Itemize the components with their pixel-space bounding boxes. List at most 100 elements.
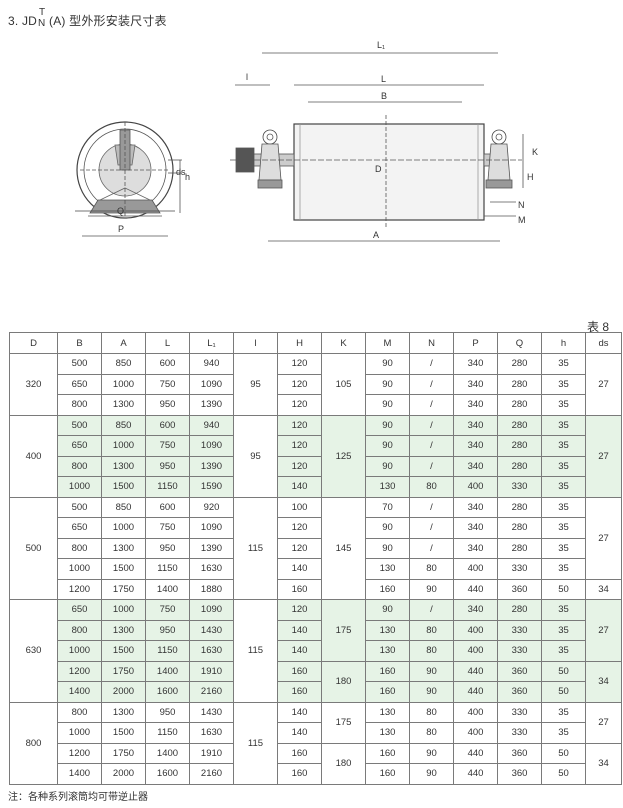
table-cell: 140 xyxy=(277,558,322,580)
cell-ds: 27 xyxy=(585,599,622,662)
side-view xyxy=(75,121,182,237)
table-cell: 1430 xyxy=(189,701,234,723)
title-prefix: 3. JD xyxy=(8,14,38,28)
table-cell: 160 xyxy=(277,681,322,703)
table-label: 表 8 xyxy=(586,320,609,334)
cell-l: 115 xyxy=(233,599,278,703)
table-cell: / xyxy=(409,599,454,621)
table-header-7: K xyxy=(321,332,366,354)
table-cell: 1150 xyxy=(145,722,190,744)
table-cell: 130 xyxy=(365,476,410,498)
table-cell: 600 xyxy=(145,414,190,436)
table-cell: 800 xyxy=(57,701,102,723)
table-cell: 1300 xyxy=(101,701,146,723)
table-cell: 360 xyxy=(497,742,542,764)
table-cell: 1090 xyxy=(189,599,234,621)
table-cell: 850 xyxy=(101,414,146,436)
table-cell: / xyxy=(409,373,454,395)
table-cell: 1090 xyxy=(189,517,234,539)
table-cell: 35 xyxy=(541,353,586,375)
table-header-8: M xyxy=(365,332,410,354)
table-cell: 90 xyxy=(409,578,454,600)
table-cell: 35 xyxy=(541,435,586,457)
table-cell: 90 xyxy=(365,353,410,375)
table-cell: 280 xyxy=(497,394,542,416)
table-cell: 90 xyxy=(409,660,454,682)
table-cell: 800 xyxy=(57,537,102,559)
table-cell: 35 xyxy=(541,476,586,498)
table-cell: 90 xyxy=(365,537,410,559)
cell-l: 115 xyxy=(233,701,278,785)
table-cell: 650 xyxy=(57,599,102,621)
table-cell: 1000 xyxy=(57,640,102,662)
table-cell: 1090 xyxy=(189,435,234,457)
table-cell: 1630 xyxy=(189,722,234,744)
table-cell: 280 xyxy=(497,599,542,621)
table-cell: 340 xyxy=(453,517,498,539)
table-header-3: L xyxy=(145,332,190,354)
table-cell: 330 xyxy=(497,722,542,744)
cell-k: 105 xyxy=(321,353,366,416)
table-cell: 35 xyxy=(541,455,586,477)
table-cell: 90 xyxy=(365,373,410,395)
table-cell: / xyxy=(409,353,454,375)
table-cell: 1300 xyxy=(101,455,146,477)
table-cell: 1150 xyxy=(145,558,190,580)
table-cell: 160 xyxy=(365,681,410,703)
table-cell: 90 xyxy=(365,394,410,416)
title-suffix: (A) 型外形安装尺寸表 xyxy=(49,14,167,28)
table-cell: 440 xyxy=(453,578,498,600)
table-cell: 330 xyxy=(497,558,542,580)
table-cell: 1000 xyxy=(101,373,146,395)
table-cell: 2000 xyxy=(101,763,146,785)
table-cell: 50 xyxy=(541,578,586,600)
table-cell: 2160 xyxy=(189,681,234,703)
table-cell: 160 xyxy=(365,763,410,785)
table-header-9: N xyxy=(409,332,454,354)
table-cell: 90 xyxy=(409,742,454,764)
table-cell: 330 xyxy=(497,619,542,641)
table-cell: 440 xyxy=(453,763,498,785)
footnote: 注：各种系列滚筒均可带逆止器 xyxy=(8,792,148,803)
table-header-13: ds xyxy=(585,332,622,354)
table-cell: 940 xyxy=(189,414,234,436)
table-cell: 800 xyxy=(57,455,102,477)
table-cell: 1600 xyxy=(145,681,190,703)
table-cell: 1400 xyxy=(145,742,190,764)
table-cell: 1400 xyxy=(145,660,190,682)
table-header-6: H xyxy=(277,332,322,354)
table-cell: 1400 xyxy=(57,763,102,785)
cell-k: 175 xyxy=(321,599,366,662)
cell-l: 95 xyxy=(233,353,278,416)
table-cell: 1910 xyxy=(189,742,234,764)
table-header-4: L₁ xyxy=(189,332,234,354)
table-cell: 950 xyxy=(145,701,190,723)
cell-d: 400 xyxy=(9,414,58,498)
label-l: l xyxy=(246,72,248,82)
table-cell: 35 xyxy=(541,414,586,436)
table-cell: 360 xyxy=(497,681,542,703)
table-cell: / xyxy=(409,435,454,457)
table-cell: 1200 xyxy=(57,742,102,764)
table-cell: 800 xyxy=(57,619,102,641)
table-cell: 750 xyxy=(145,435,190,457)
table-cell: 35 xyxy=(541,517,586,539)
table-cell: 1000 xyxy=(57,722,102,744)
table-cell: 50 xyxy=(541,681,586,703)
table-cell: 1400 xyxy=(145,578,190,600)
table-cell: 440 xyxy=(453,742,498,764)
table-cell: / xyxy=(409,496,454,518)
label-big-l: L xyxy=(381,74,386,84)
table-cell: 80 xyxy=(409,619,454,641)
table-header-0: D xyxy=(9,332,58,354)
